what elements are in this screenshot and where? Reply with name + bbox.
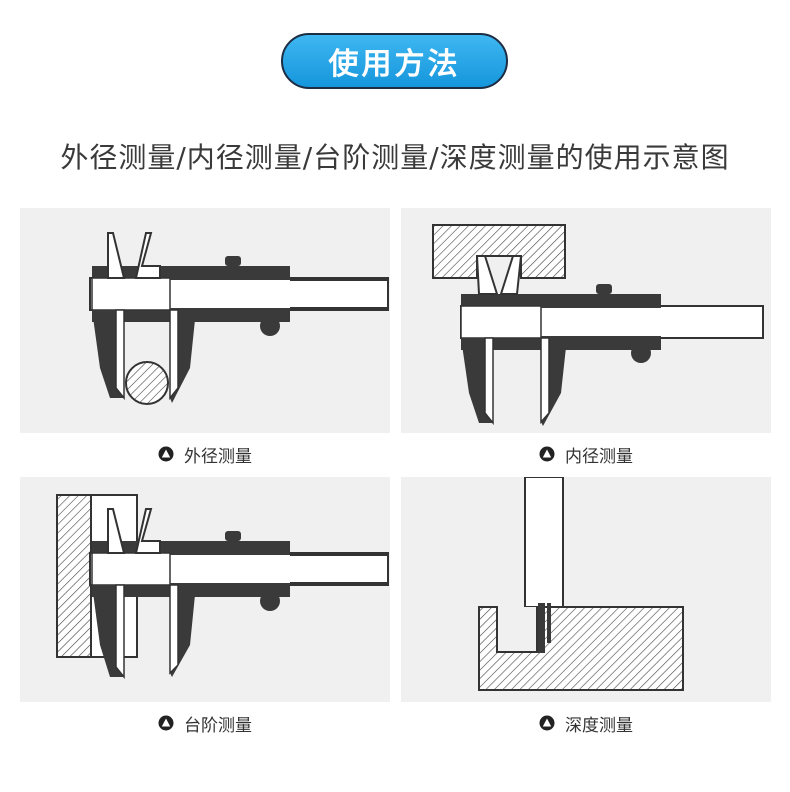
- triangle-icon: [158, 446, 174, 462]
- triangle-icon: [158, 715, 174, 731]
- caption-label: 内径测量: [565, 446, 633, 467]
- outside-measurement-caption: 外径测量: [20, 442, 390, 467]
- caption-label: 深度测量: [565, 715, 633, 736]
- caption-label: 台阶测量: [184, 715, 252, 736]
- caption-label: 外径测量: [184, 446, 252, 467]
- triangle-icon: [539, 446, 555, 462]
- page-title-badge: 使用方法: [281, 33, 508, 89]
- depth-measurement-caption: 深度测量: [401, 711, 771, 736]
- step-measurement-diagram: [20, 477, 390, 702]
- inside-measurement-diagram: [401, 208, 771, 433]
- step-measurement-caption: 台阶测量: [20, 711, 390, 736]
- page-title: 使用方法: [328, 47, 461, 82]
- inside-measurement-caption: 内径测量: [401, 442, 771, 467]
- page-subtitle: 外径测量/内径测量/台阶测量/深度测量的使用示意图: [60, 141, 730, 174]
- triangle-icon: [539, 715, 555, 731]
- depth-measurement-diagram: [401, 477, 771, 702]
- outside-measurement-diagram: [20, 208, 390, 433]
